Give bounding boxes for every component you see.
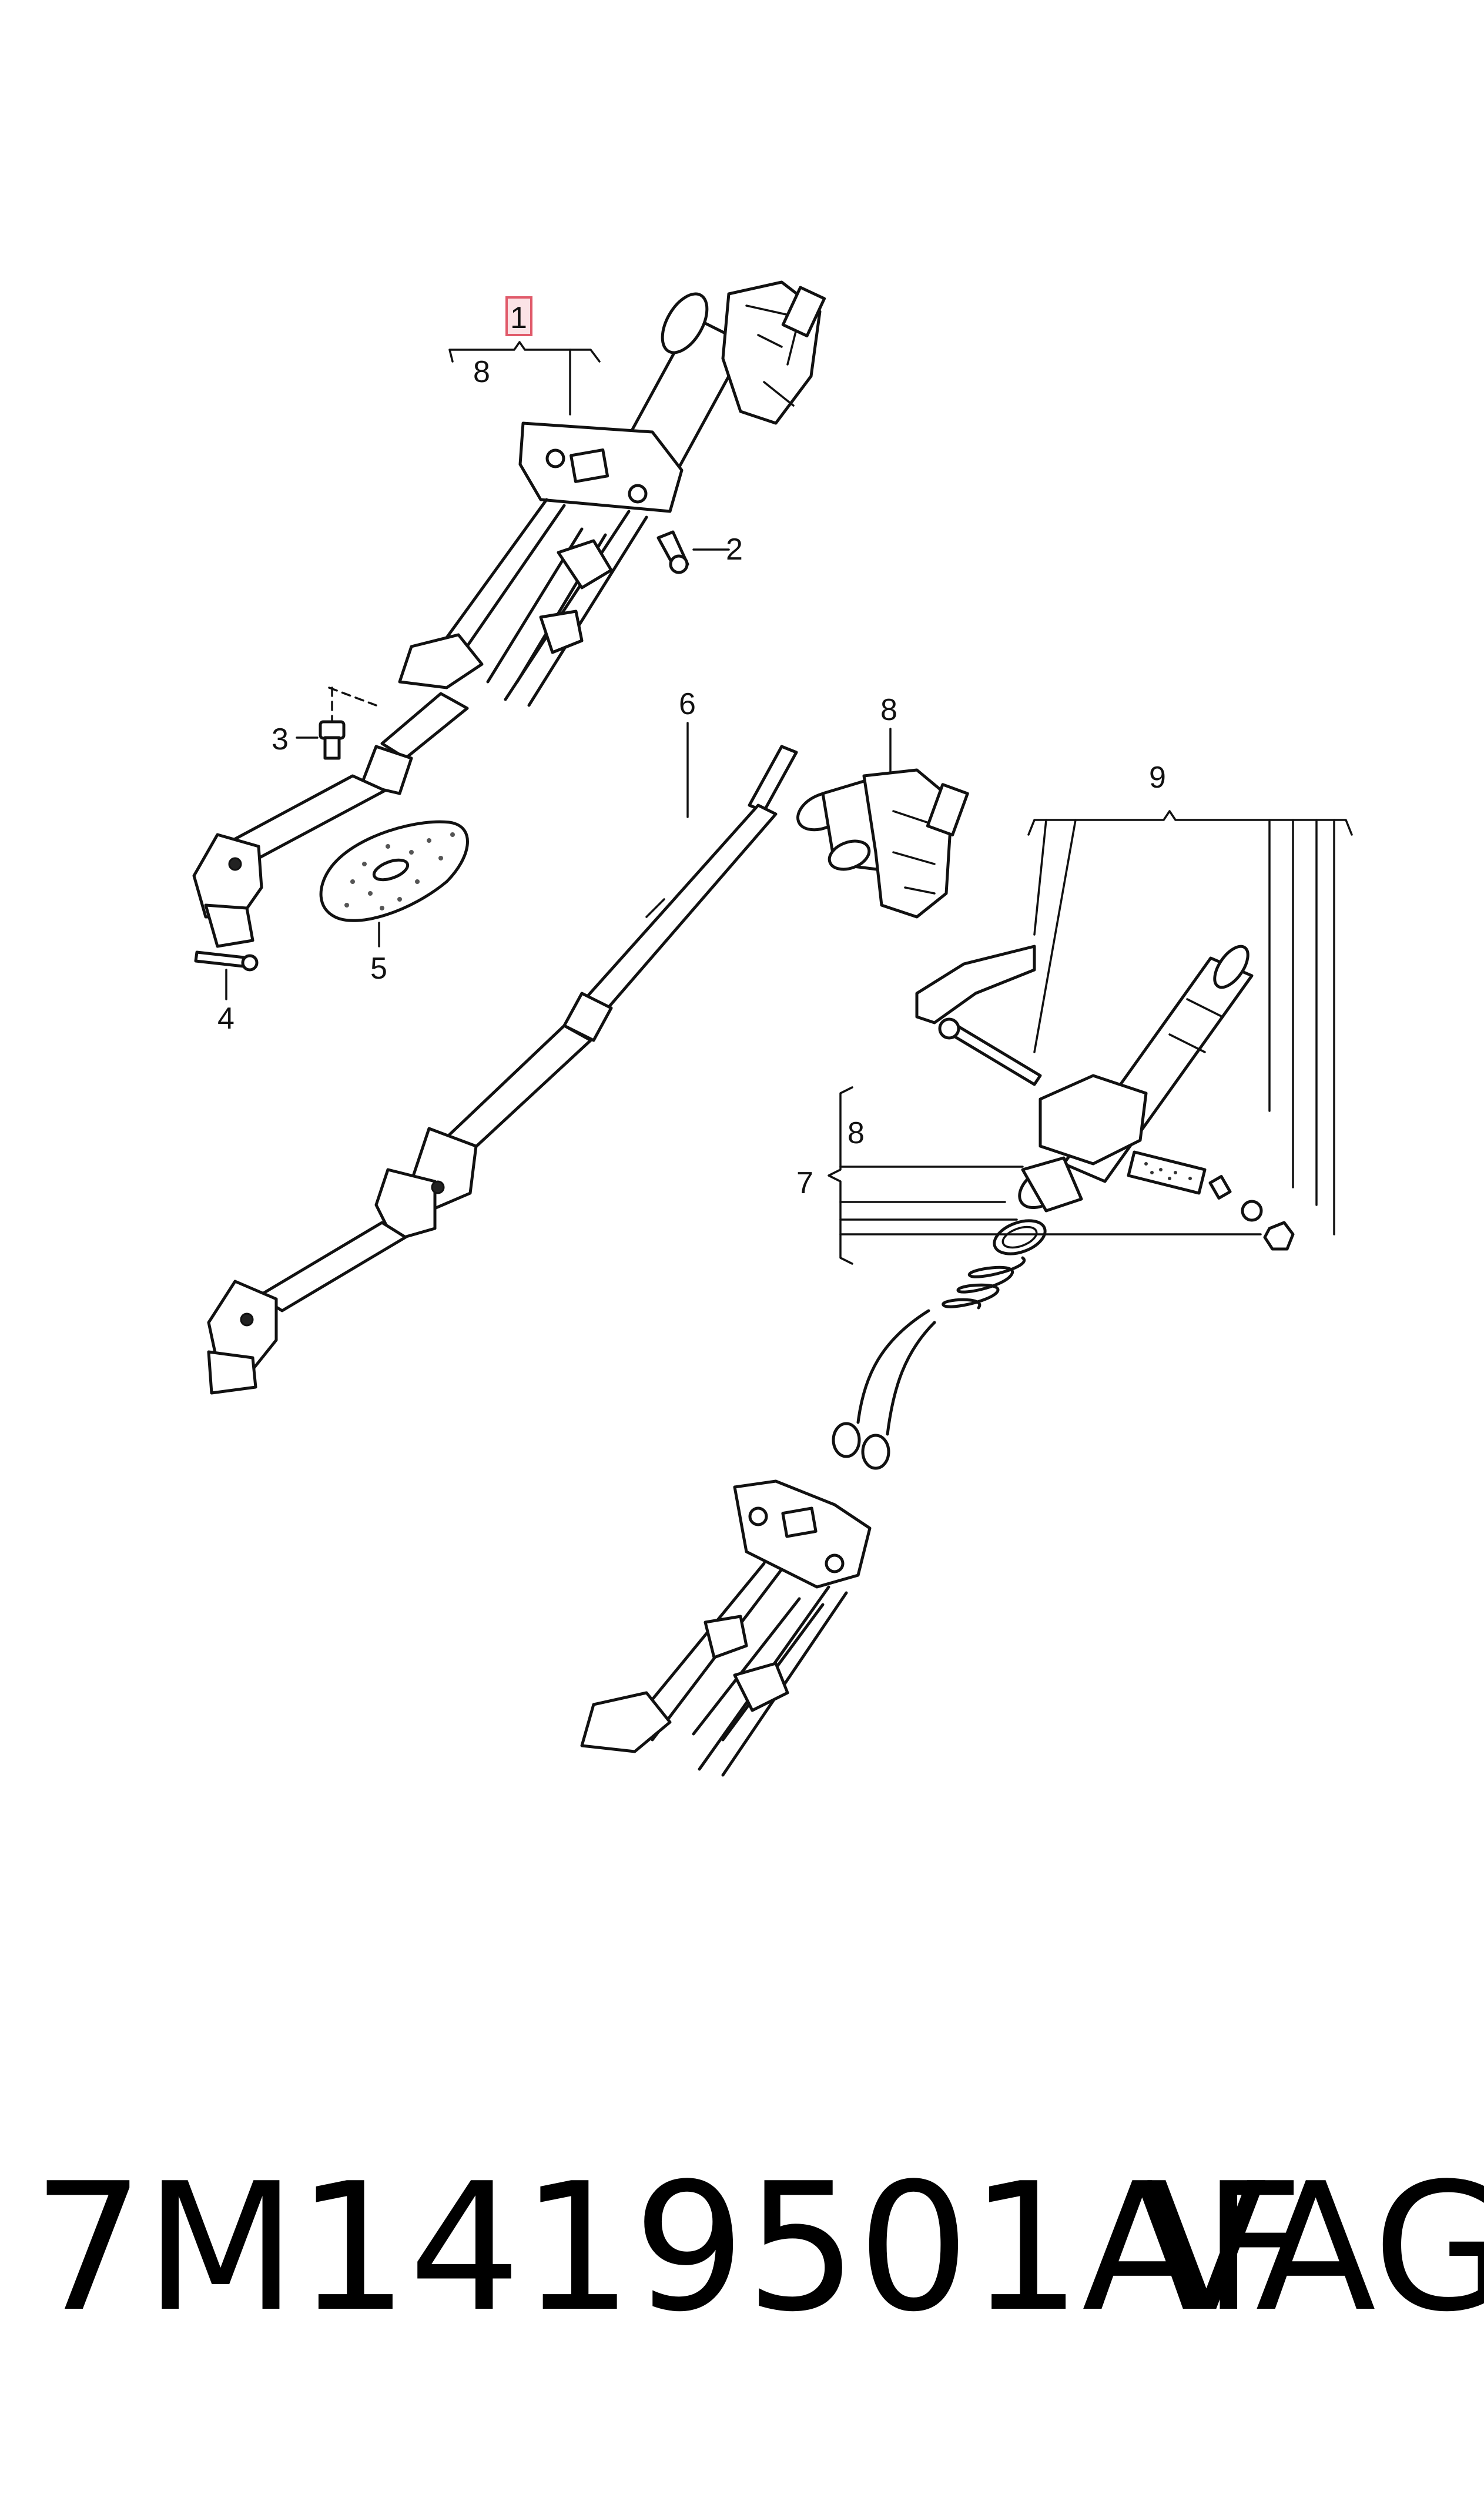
callout-1-group[interactable]: 1 (448, 296, 601, 416)
brand-name: VAG (1146, 2145, 1484, 2350)
ignition-lock-8 (796, 728, 969, 919)
callout-1-highlight-box (505, 296, 532, 336)
callout-2-label[interactable]: 2 (726, 533, 743, 567)
callout-1-bracket (448, 341, 601, 363)
callout-9-bracket (1027, 810, 1353, 836)
callout-8-top-label: 8 (473, 355, 490, 389)
callout-4-label[interactable]: 4 (217, 1002, 235, 1036)
callout-7-8-bracket[interactable] (828, 1086, 1262, 1265)
insulation-pad-5 (319, 820, 469, 947)
callout-7-label: 7 (796, 1166, 813, 1200)
part-number: 7M1419501AF (32, 2145, 1304, 2350)
steering-shaft-6 (207, 722, 798, 1395)
callout-1-label: 1 (510, 301, 527, 335)
steering-column-assembly-top (192, 280, 826, 948)
footer-part-label: 7M1419501AF VAG (0, 2151, 1484, 2345)
callout-8-mid-label[interactable]: 8 (880, 693, 897, 727)
callout-8-right-label: 8 (847, 1116, 865, 1150)
bolt-4 (194, 950, 259, 1000)
callout-9-group[interactable] (1027, 810, 1353, 1235)
screw-3 (296, 687, 377, 760)
callout-6-label[interactable]: 6 (679, 687, 696, 721)
exploded-column-parts (580, 945, 1295, 1777)
callout-9-label: 9 (1149, 761, 1166, 795)
callout-5-label[interactable]: 5 (370, 952, 387, 986)
callout-3-label[interactable]: 3 (272, 722, 289, 756)
bolt-2 (656, 530, 730, 574)
